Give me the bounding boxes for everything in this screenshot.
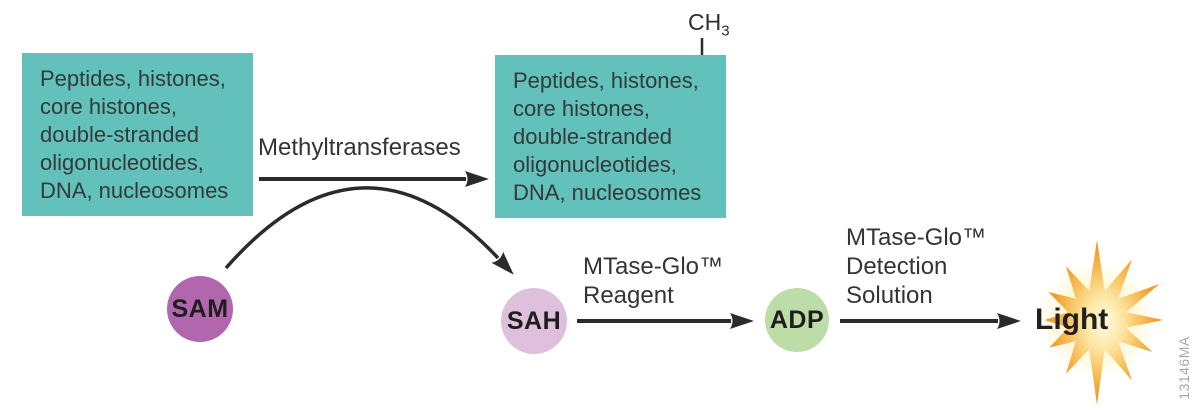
methyl-subscript: 3: [721, 22, 730, 40]
adp-molecule: ADP: [765, 288, 829, 352]
product-line: core histones,: [513, 96, 650, 121]
starburst-icon: [1037, 240, 1163, 405]
product-box: Peptides, histones, core histones, doubl…: [495, 55, 726, 218]
substrate-line: core histones,: [40, 94, 177, 119]
detection-arrow-label: MTase-Glo™ Detection Solution: [846, 223, 986, 310]
reagent-label-line1: MTase-Glo™: [583, 253, 724, 280]
detection-label-line2: Detection: [846, 253, 948, 280]
product-line: DNA, nucleosomes: [513, 180, 702, 205]
starburst-rays: [1045, 240, 1163, 405]
substrate-line: double-stranded: [40, 122, 200, 147]
sam-to-sah-arc: [224, 186, 514, 275]
sam-label: SAM: [171, 294, 229, 323]
detection-label-line3: Solution: [846, 282, 933, 309]
adp-label: ADP: [769, 305, 825, 334]
product-line: double-stranded: [513, 124, 673, 149]
substrate-box: Peptides, histones, core histones, doubl…: [22, 53, 253, 216]
enzyme-arrow-label: Methyltransferases: [258, 134, 461, 161]
product-line: Peptides, histones,: [513, 68, 699, 93]
product-line: oligonucleotides,: [513, 152, 677, 177]
substrate-line: DNA, nucleosomes: [40, 178, 229, 203]
sah-molecule: SAH: [501, 288, 567, 354]
detection-label-line1: MTase-Glo™: [846, 224, 987, 251]
methyl-group-label: CH3: [688, 9, 730, 40]
methyl-base: CH: [688, 9, 722, 35]
sam-molecule: SAM: [167, 276, 233, 342]
substrate-line: Peptides, histones,: [40, 66, 226, 91]
sah-label: SAH: [506, 306, 562, 335]
reagent-label-line2: Reagent: [583, 282, 674, 309]
light-label: Light: [1035, 303, 1109, 336]
substrate-line: oligonucleotides,: [40, 150, 204, 175]
reagent-arrow-label: MTase-Glo™ Reagent: [583, 252, 723, 310]
